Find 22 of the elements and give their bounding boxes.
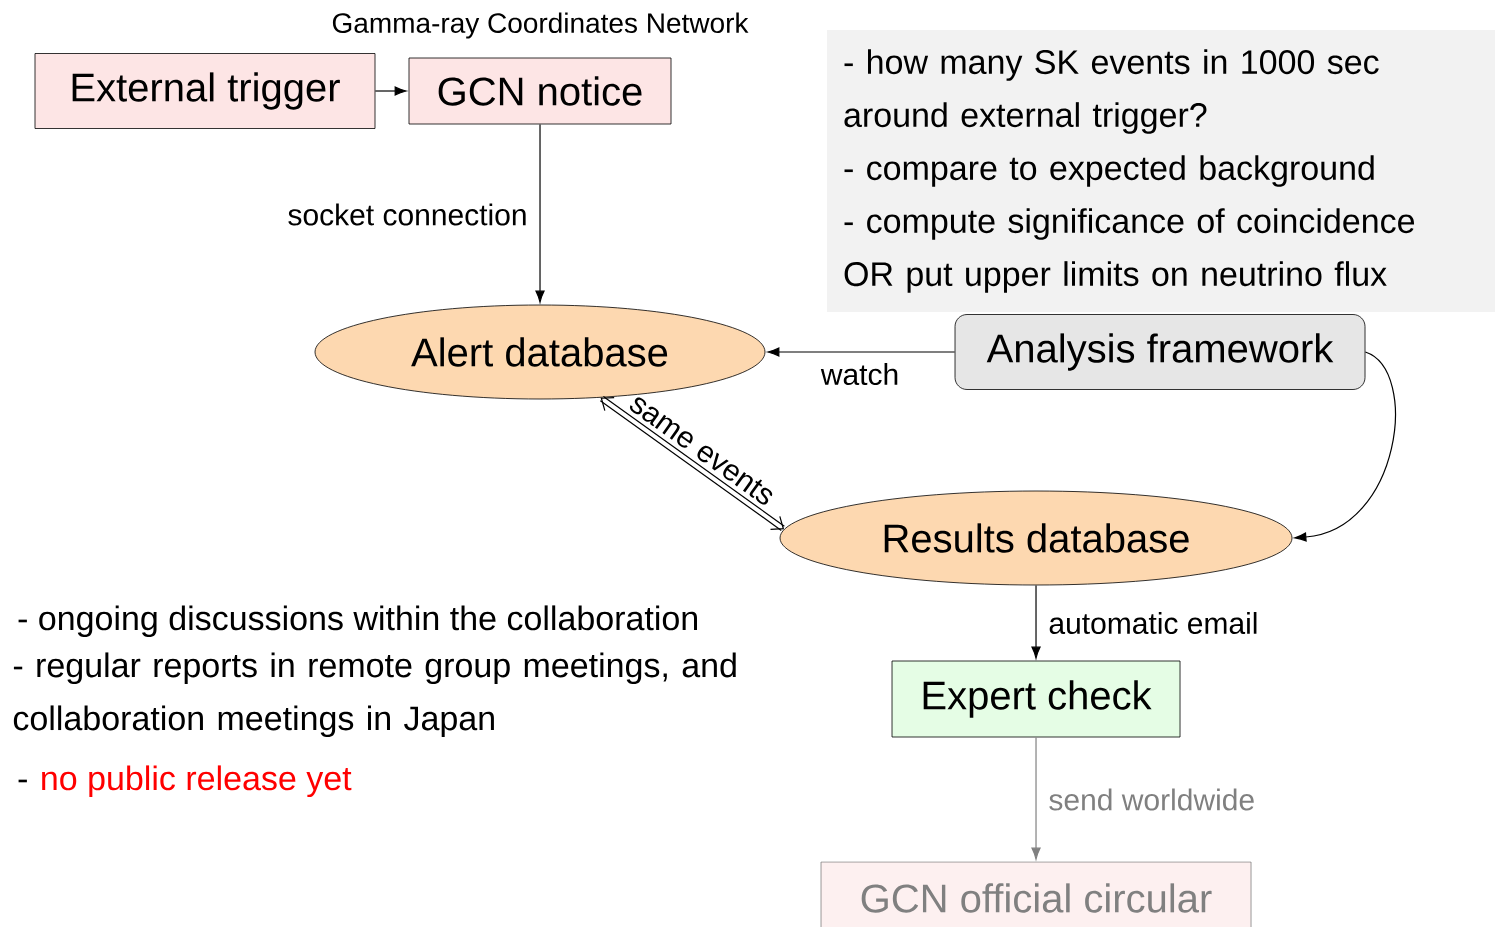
edge-label: automatic email [1049,612,1257,634]
arrow [1031,584,1041,659]
arrow [1031,736,1041,860]
note-text: - regular reports in remote group meetings, and collaboration meetings in Japan [13,652,736,738]
edge-label: socket connection [288,203,526,226]
arrow [374,86,407,96]
arrow [535,123,545,303]
process-box: External trigger [34,53,376,129]
process-box: Expert check [891,660,1181,738]
note-text: no public release yet [42,765,352,798]
output-box: GCN official circular [820,861,1252,927]
arrow [1294,351,1396,542]
note-text: - [18,779,27,783]
note-box: - how many SK events in 1000 sec around external trigger? - compare to expected background - compute significance of coincidence OR put upper limits on neutrino flux [827,30,1496,312]
note-text: - ongoing discussions within the collaboration [18,605,697,638]
framework-box: Analysis framework [954,314,1366,390]
arrow [767,347,956,357]
process-box: GCN notice [408,57,672,125]
edge-label: watch [820,363,898,386]
caption-text: Gamma-ray Coordinates Network [332,12,749,39]
arrow [600,395,785,531]
edge-label: send worldwide [1049,788,1254,811]
